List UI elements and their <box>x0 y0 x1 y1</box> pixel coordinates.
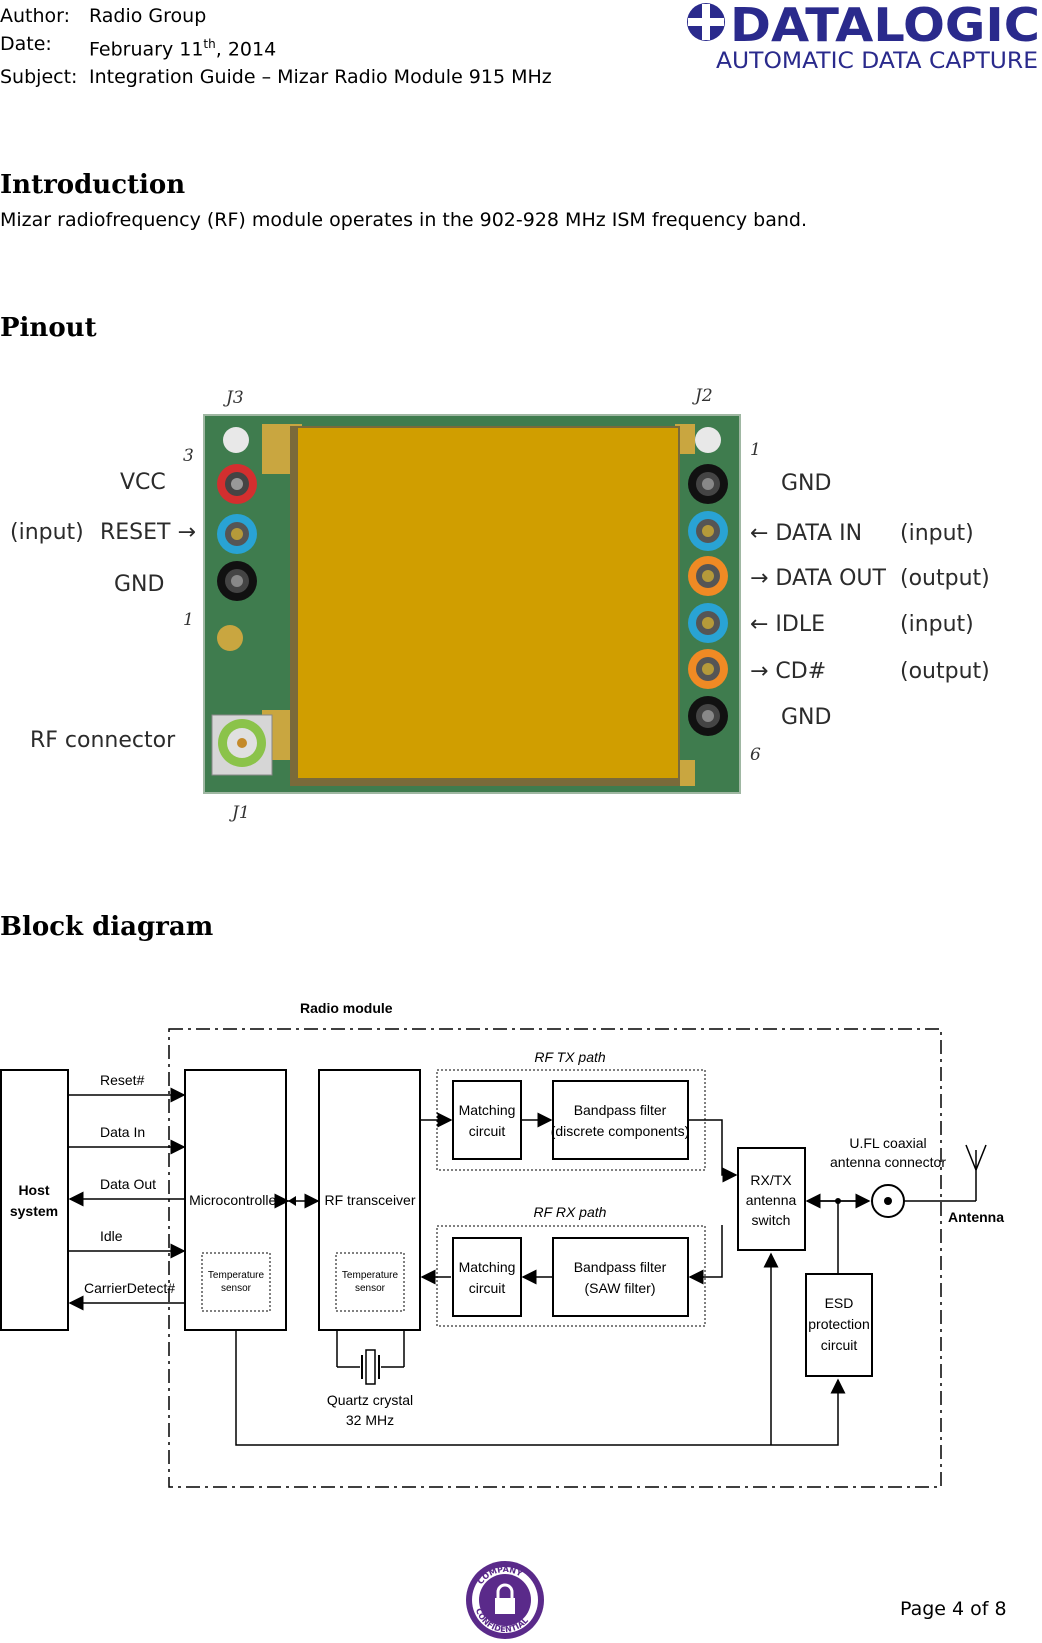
signal-carrier-detect: CarrierDetect# <box>84 1280 175 1296</box>
date-value: February 11th, 2014 <box>89 37 277 61</box>
block-diagram-heading: Block diagram <box>0 912 214 942</box>
svg-text:RF TX path: RF TX path <box>534 1049 606 1065</box>
radio-module-label: Radio module <box>300 1000 393 1016</box>
author-value: Radio Group <box>89 5 207 27</box>
svg-text:Microcontroller: Microcontroller <box>189 1192 281 1208</box>
svg-text:ESD: ESD <box>825 1295 854 1311</box>
rf-connector-label: RF connector <box>30 728 176 753</box>
block-diagram: Radio module Host system Reset# Data In … <box>0 1000 1004 1488</box>
svg-text:Quartz crystal: Quartz crystal <box>327 1392 413 1408</box>
pin-cd-dir: (output) <box>900 659 990 684</box>
pin-data-out-dir: (output) <box>900 566 990 591</box>
host-system-box <box>0 1069 69 1331</box>
svg-text:Matching: Matching <box>459 1102 516 1118</box>
svg-text:protection: protection <box>808 1316 869 1332</box>
rx-matching-box <box>452 1237 522 1317</box>
author-label: Author: <box>0 5 71 27</box>
pinout-figure <box>203 414 741 794</box>
svg-text:(discrete components): (discrete components) <box>551 1123 690 1139</box>
j1-label: J1 <box>232 803 250 823</box>
svg-text:circuit: circuit <box>469 1123 506 1139</box>
tx-matching-box <box>452 1080 522 1160</box>
logo-name: DATALOGIC <box>730 0 1040 52</box>
signal-data-out: Data Out <box>100 1176 156 1192</box>
datalogic-logo: DATALOGIC AUTOMATIC DATA CAPTURE <box>687 0 1040 74</box>
svg-text:Bandpass filter: Bandpass filter <box>574 1102 667 1118</box>
svg-text:Host: Host <box>18 1182 49 1198</box>
rf-shield <box>298 428 678 778</box>
j2-pin1-label: 1 <box>750 440 761 460</box>
intro-text: Mizar radiofrequency (RF) module operate… <box>0 209 808 231</box>
rxtx-switch-box <box>737 1147 806 1251</box>
svg-text:switch: switch <box>752 1212 791 1228</box>
pin-gnd-right-1: GND <box>781 471 832 496</box>
svg-text:Matching: Matching <box>459 1259 516 1275</box>
pin-idle: ← IDLE <box>750 612 826 637</box>
lock-icon <box>495 1598 515 1614</box>
tx-bandpass-box <box>552 1080 689 1160</box>
date-label: Date: <box>0 33 52 55</box>
j3-label: J3 <box>226 388 244 408</box>
pin-vcc: VCC <box>120 470 166 495</box>
j2-label: J2 <box>695 386 713 406</box>
j2-pin6-label: 6 <box>750 745 761 765</box>
pin-cd: → CD# <box>750 659 827 684</box>
rf-transceiver-box <box>318 1069 421 1331</box>
svg-text:sensor: sensor <box>221 1283 252 1294</box>
signal-data-in: Data In <box>100 1124 145 1140</box>
subject-value: Integration Guide – Mizar Radio Module 9… <box>89 66 552 89</box>
pin-data-in: ← DATA IN <box>750 521 863 546</box>
document-header: Author: Radio Group Date: February 11th, 2… <box>0 2 552 91</box>
pin-gnd-right-6: GND <box>781 705 832 730</box>
crystal-icon <box>365 1349 376 1385</box>
pin-idle-dir: (input) <box>900 612 974 637</box>
svg-text:Temperature: Temperature <box>342 1270 399 1281</box>
j3-pin3-label: 3 <box>183 446 194 466</box>
svg-text:32 MHz: 32 MHz <box>346 1412 394 1428</box>
subject-label: Subject: <box>0 66 78 89</box>
signal-reset: Reset# <box>100 1072 145 1088</box>
svg-text:circuit: circuit <box>821 1337 858 1353</box>
page-number: Page 4 of 8 <box>900 1598 1007 1620</box>
svg-text:Temperature: Temperature <box>208 1270 265 1281</box>
pin-data-in-dir: (input) <box>900 521 974 546</box>
svg-text:U.FL coaxial: U.FL coaxial <box>849 1135 926 1151</box>
signal-idle: Idle <box>100 1228 123 1244</box>
esd-box <box>805 1273 873 1377</box>
svg-text:(SAW filter): (SAW filter) <box>584 1280 655 1296</box>
svg-text:antenna: antenna <box>746 1192 797 1208</box>
svg-text:sensor: sensor <box>355 1283 386 1294</box>
pin-gnd-left: GND <box>114 572 165 597</box>
svg-text:RF RX path: RF RX path <box>534 1204 607 1220</box>
svg-text:RX/TX: RX/TX <box>750 1172 792 1188</box>
svg-text:RF transceiver: RF transceiver <box>324 1192 415 1208</box>
pin-data-out: → DATA OUT <box>750 566 886 591</box>
pin-reset-dir: (input) <box>10 520 84 545</box>
pin-reset: RESET → <box>100 520 196 545</box>
company-confidential-stamp: COMPANY CONFIDENTIAL <box>466 1561 544 1639</box>
radio-module-border <box>168 1028 942 1488</box>
intro-heading: Introduction <box>0 170 186 200</box>
svg-text:Bandpass filter: Bandpass filter <box>574 1259 667 1275</box>
svg-text:circuit: circuit <box>469 1280 506 1296</box>
pinout-heading: Pinout <box>0 313 97 343</box>
logo-tagline: AUTOMATIC DATA CAPTURE <box>716 49 1038 74</box>
j3-pin1-label: 1 <box>183 610 194 630</box>
svg-text:system: system <box>10 1203 58 1219</box>
svg-text:Antenna: Antenna <box>948 1209 1004 1225</box>
rx-bandpass-box <box>552 1237 689 1317</box>
svg-text:antenna connector: antenna connector <box>830 1154 946 1170</box>
